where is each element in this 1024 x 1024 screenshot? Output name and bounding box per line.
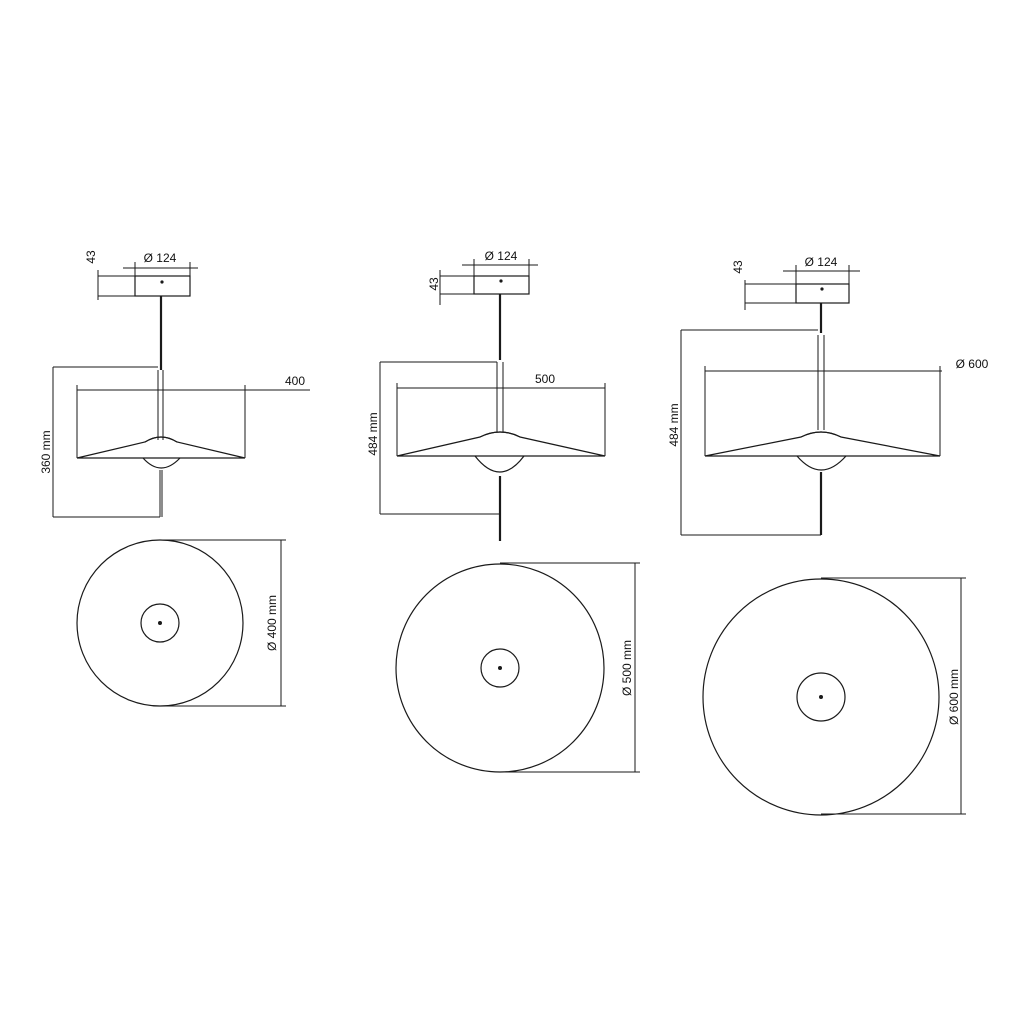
canopy-height-label: 43 <box>427 277 441 291</box>
overall-height-label: 484 mm <box>366 412 380 455</box>
canopy-height-label: 43 <box>84 250 98 264</box>
lamp-2-elevation: Ø 124 43 500 484 mm <box>366 249 606 541</box>
overall-height-label: 360 mm <box>39 430 53 473</box>
plan-diameter-label: Ø 400 mm <box>265 595 279 651</box>
lamp-1-elevation: Ø 124 43 400 360 mm <box>39 250 310 518</box>
canopy <box>134 275 191 297</box>
canopy-height-label: 43 <box>731 260 745 274</box>
lamp-2-plan: Ø 500 mm <box>395 562 640 773</box>
lamp-1-plan: Ø 400 mm <box>76 539 286 707</box>
canopy-diameter-label: Ø 124 <box>805 255 838 269</box>
canopy-diameter-label: Ø 124 <box>144 251 177 265</box>
canopy <box>473 275 530 295</box>
shade-width-label: 400 <box>285 374 305 388</box>
lamp-3-elevation: Ø 124 43 Ø 600 484 mm <box>667 255 989 536</box>
shade-width-label: Ø 600 <box>956 357 989 371</box>
plan-diameter-label: Ø 600 mm <box>947 669 961 725</box>
canopy <box>795 283 850 304</box>
shade-width-label: 500 <box>535 372 555 386</box>
plan-diameter-label: Ø 500 mm <box>620 640 634 696</box>
overall-height-label: 484 mm <box>667 403 681 446</box>
lamp-3-plan: Ø 600 mm <box>702 577 966 816</box>
canopy-diameter-label: Ø 124 <box>485 249 518 263</box>
